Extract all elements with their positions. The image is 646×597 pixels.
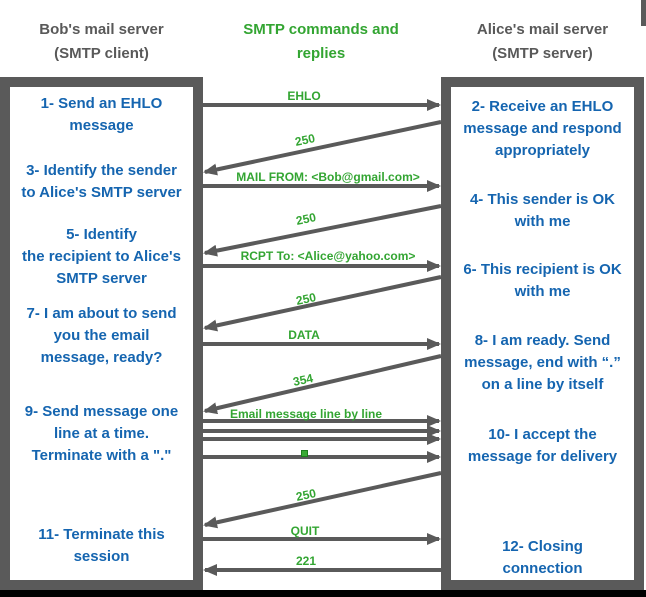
client-step-5: 5- Identify the recipient to Alice's SMT… bbox=[22, 226, 181, 287]
label-ehlo: EHLO bbox=[287, 89, 321, 103]
client-column-title: Bob's mail server (SMTP client) bbox=[39, 21, 164, 62]
server-step-8: 8- I am ready. Send message, end with “.… bbox=[464, 332, 621, 393]
terminator-dot-icon bbox=[301, 450, 308, 457]
server-step-10: 10- I accept the message for delivery bbox=[467, 426, 618, 465]
client-step-7: 7- I am about to send you the email mess… bbox=[26, 305, 177, 366]
server-step-12: 12- Closing connection bbox=[502, 538, 583, 577]
client-step-1: 1- Send an EHLO message bbox=[40, 95, 163, 134]
label-data: DATA bbox=[288, 328, 320, 342]
center-column-title: SMTP commands and replies bbox=[243, 21, 399, 62]
arrow-250-ehlo-reply bbox=[203, 120, 442, 176]
arrow-250-rcpt-reply bbox=[203, 275, 442, 332]
client-step-9: 9- Send message one line at a time. Term… bbox=[24, 403, 179, 464]
server-step-4: 4- This sender is OK with me bbox=[469, 191, 616, 230]
server-column-title: Alice's mail server (SMTP server) bbox=[476, 21, 609, 62]
client-step-11: 11- Terminate this session bbox=[38, 526, 165, 565]
client-lifeline-box bbox=[0, 77, 203, 590]
server-step-6: 6- This recipient is OK with me bbox=[463, 261, 622, 300]
arrow-250-mail-reply bbox=[203, 204, 442, 257]
label-email-message: Email message line by line bbox=[229, 407, 383, 421]
client-step-3: 3- Identify the sender to Alice's SMTP s… bbox=[21, 162, 182, 201]
label-rcpt-to: RCPT To: <Alice@yahoo.com> bbox=[240, 249, 416, 263]
screen-edge-strip bbox=[641, 0, 646, 26]
label-221: 221 bbox=[295, 554, 317, 568]
label-mail-from: MAIL FROM: <Bob@gmail.com> bbox=[236, 170, 420, 184]
arrow-354-reply bbox=[203, 354, 442, 415]
label-quit: QUIT bbox=[290, 524, 320, 538]
bottom-black-bar bbox=[0, 590, 646, 597]
server-step-2: 2- Receive an EHLO message and respond a… bbox=[463, 98, 622, 159]
server-lifeline-box bbox=[441, 77, 644, 590]
arrow-250-message-reply bbox=[203, 471, 442, 529]
